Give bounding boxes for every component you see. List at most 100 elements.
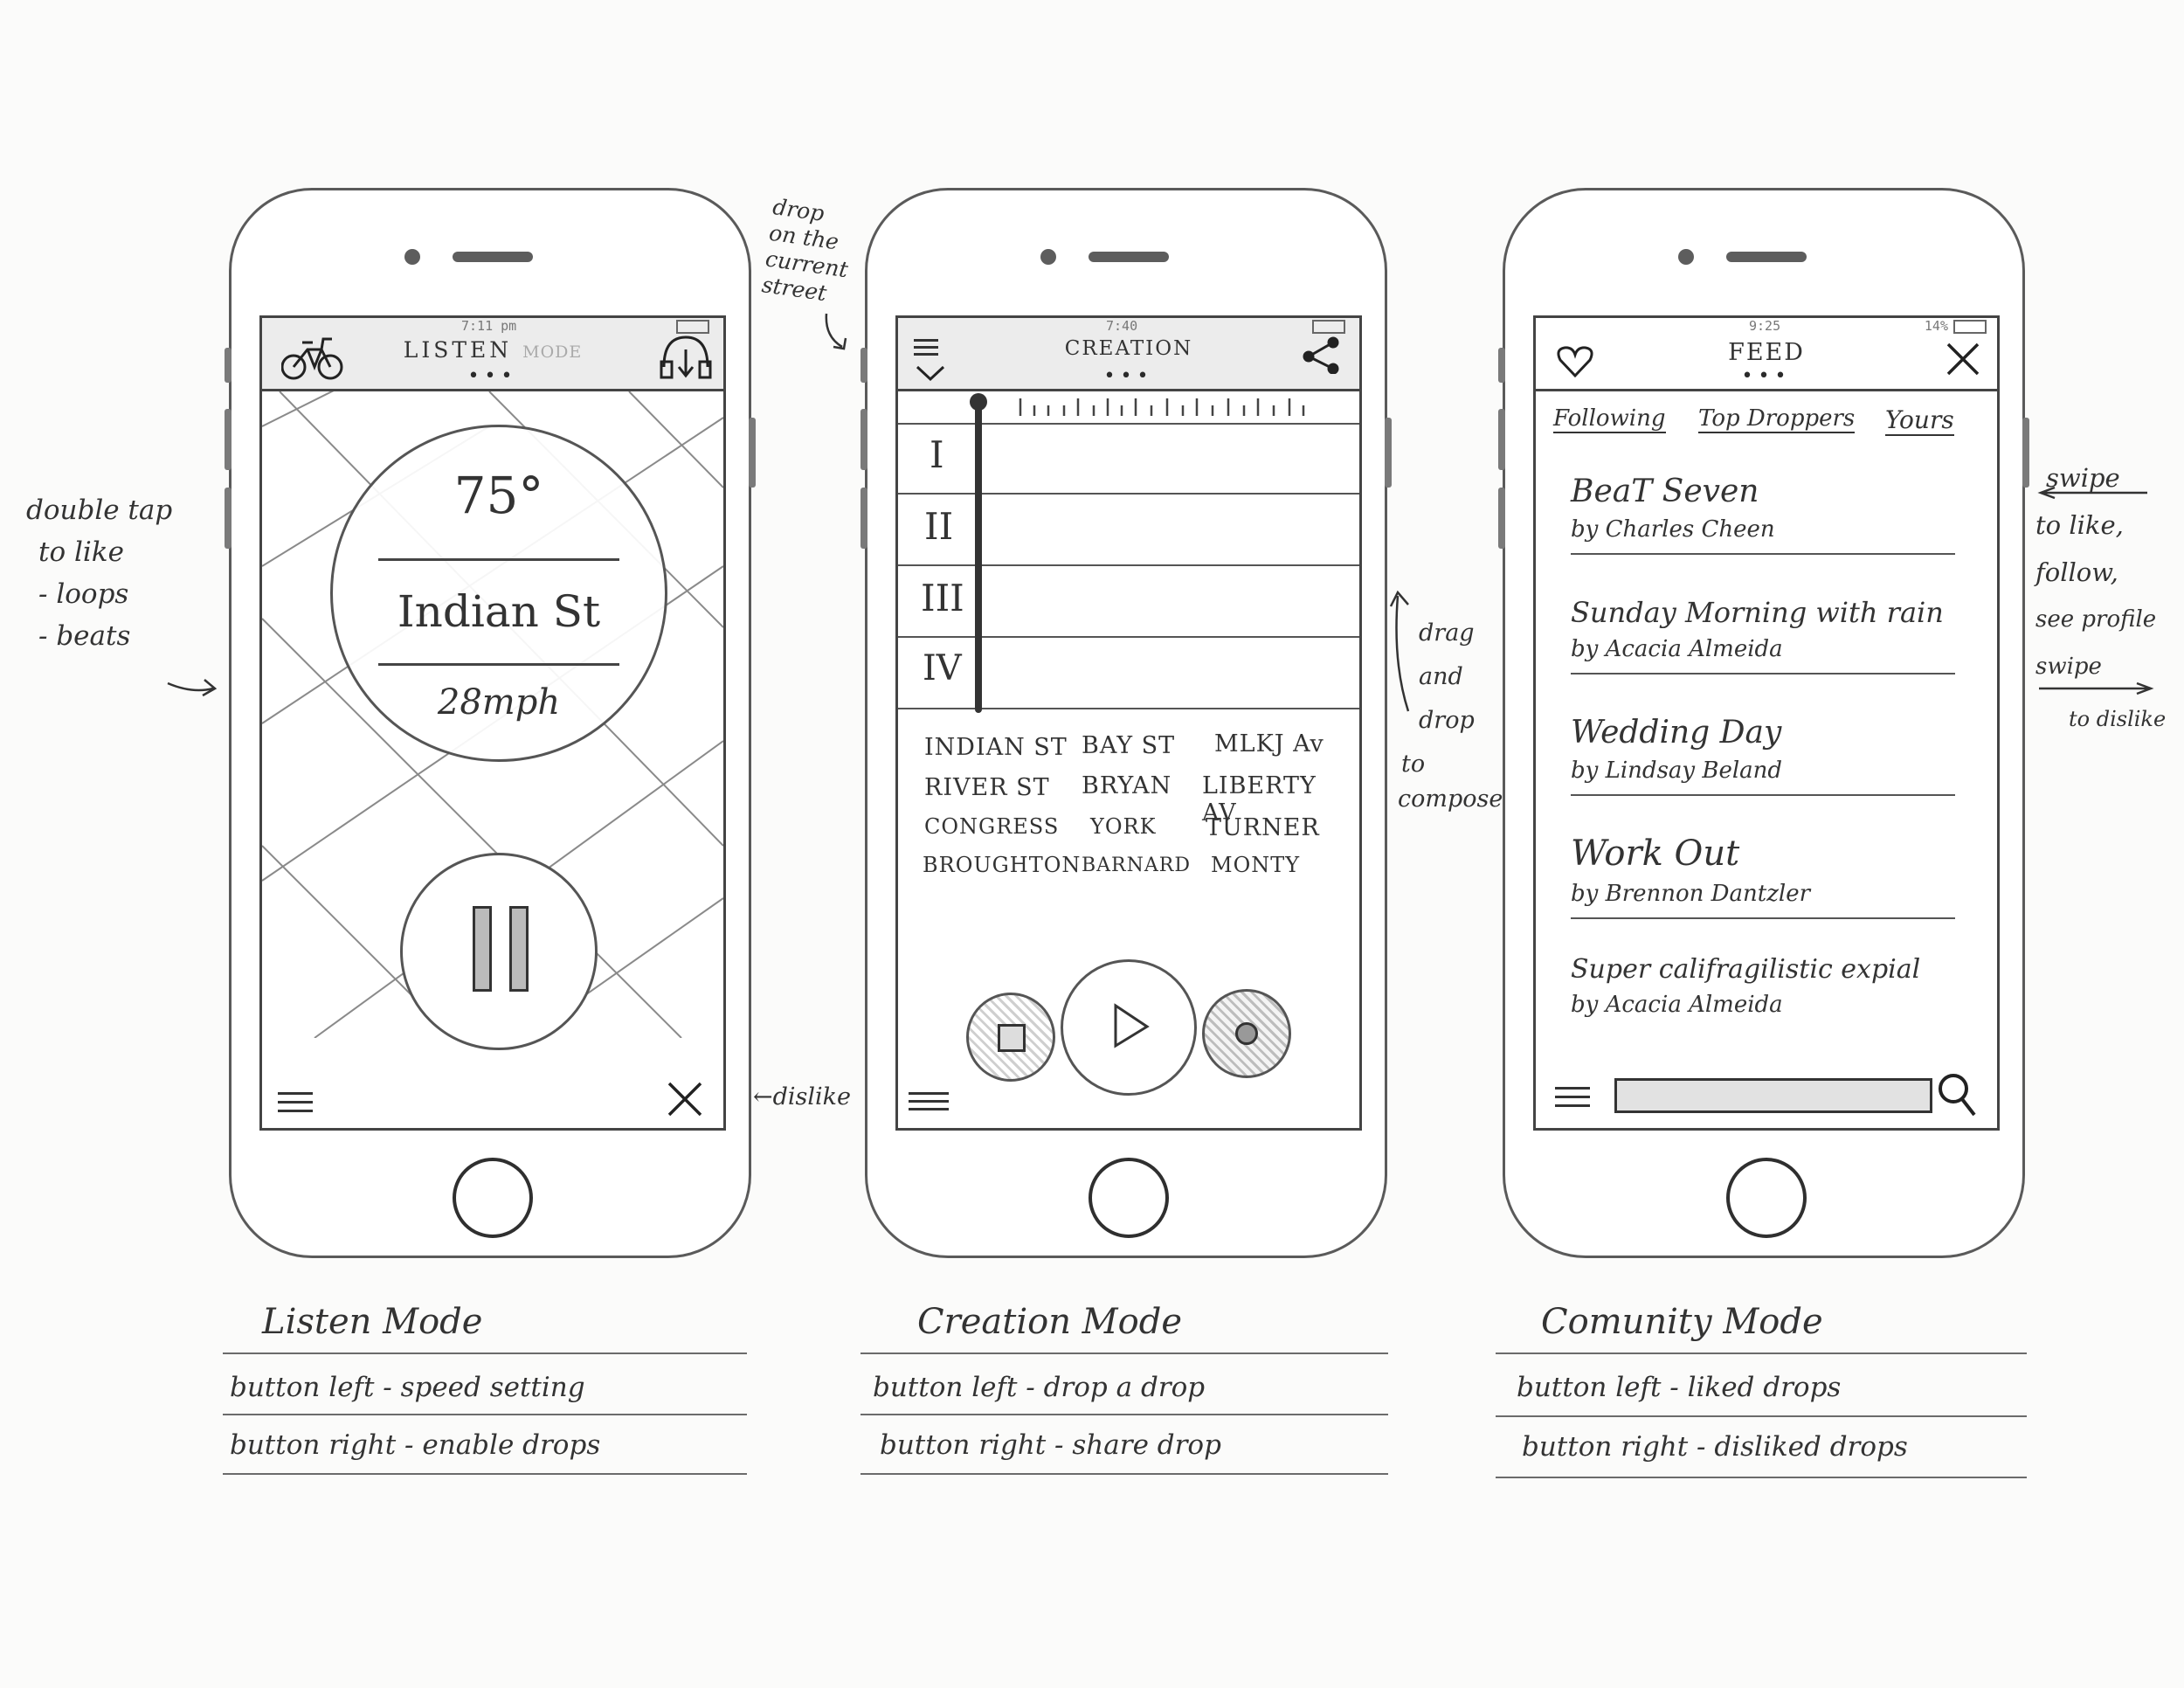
track-label[interactable]: IV: [923, 648, 962, 688]
lane-divider: [898, 708, 1359, 709]
street-chip[interactable]: INDIAN ST: [924, 734, 1068, 761]
rule: [223, 1352, 747, 1354]
share-icon[interactable]: [1302, 336, 1340, 374]
info-circle[interactable]: 75° Indian St 28mph: [330, 425, 667, 762]
street-chip[interactable]: CONGRESS: [924, 814, 1060, 839]
caption-listen: Listen Mode button left - speed setting …: [223, 1302, 747, 1475]
timeline-ruler: [1019, 398, 1305, 416]
side-button: [1498, 409, 1505, 470]
menu-icon[interactable]: [914, 339, 938, 356]
track-label[interactable]: I: [930, 433, 944, 476]
annotation-line: to like: [38, 536, 124, 568]
menu-icon[interactable]: [1555, 1087, 1590, 1107]
feed-item-title: Wedding Day: [1571, 715, 1782, 751]
search-icon[interactable]: [1936, 1071, 1980, 1120]
tab-yours[interactable]: Yours: [1885, 405, 1954, 436]
side-button: [2022, 418, 2029, 488]
feed-item[interactable]: BeaT Seven by Charles Cheen: [1571, 474, 1955, 555]
rule: [1496, 1415, 2027, 1417]
drop-download-icon[interactable]: [659, 332, 713, 381]
track-label[interactable]: II: [924, 505, 954, 548]
page-dots: •••: [1103, 365, 1154, 387]
close-icon[interactable]: [1945, 341, 1981, 377]
menu-icon[interactable]: [278, 1092, 313, 1112]
divider: [378, 558, 619, 561]
pause-icon: [473, 906, 492, 992]
camera: [1678, 249, 1694, 265]
home-button[interactable]: [453, 1158, 533, 1238]
caption-note: button left - liked drops: [1517, 1372, 1842, 1403]
playhead[interactable]: [975, 398, 982, 713]
annotation-line: to like,: [2035, 510, 2124, 540]
feed-item-title: Sunday Morning with rain: [1571, 596, 1944, 629]
track-label[interactable]: III: [921, 577, 964, 619]
pause-button[interactable]: [400, 853, 598, 1050]
side-button: [860, 409, 867, 470]
annotation-line: to: [1401, 751, 1426, 778]
feed-item-title: BeaT Seven: [1571, 474, 1759, 509]
street-chip[interactable]: MONTY: [1211, 853, 1301, 877]
caption-title: Listen Mode: [262, 1302, 483, 1342]
street-chip[interactable]: BAY ST: [1082, 732, 1176, 759]
side-button: [749, 418, 756, 488]
lane-divider: [898, 636, 1359, 638]
stop-button[interactable]: [966, 993, 1055, 1082]
bicycle-icon[interactable]: [281, 330, 346, 383]
annotation-line: - beats: [38, 620, 131, 652]
lane-divider: [898, 564, 1359, 566]
menu-icon[interactable]: [909, 1092, 949, 1110]
divider: [1571, 673, 1955, 675]
phone-creation: 7:40 CREATION •••: [860, 188, 1392, 1258]
street-chip[interactable]: BROUGHTON: [923, 853, 1082, 877]
side-button: [225, 488, 232, 549]
speaker: [1089, 252, 1169, 262]
feed-item-author: by Brennon Dantzler: [1571, 881, 1811, 907]
side-button: [225, 348, 232, 383]
rule: [860, 1414, 1388, 1415]
street-chip[interactable]: MLKJ Av: [1214, 730, 1324, 758]
record-button[interactable]: [1202, 989, 1291, 1078]
street-chip[interactable]: LIBERTY AV: [1202, 772, 1317, 827]
status-bar: 9:25 14%: [1536, 318, 1997, 337]
home-button[interactable]: [1089, 1158, 1169, 1238]
play-button[interactable]: [1061, 959, 1197, 1096]
street-chip[interactable]: BARNARD: [1082, 854, 1191, 876]
street-chip[interactable]: YORK: [1090, 814, 1157, 839]
page-dots: •••: [1741, 365, 1792, 387]
annotation-dislike: ←dislike: [753, 1083, 851, 1110]
feed-item[interactable]: Super califragilistic expial by Acacia A…: [1571, 954, 1955, 1018]
feed-item[interactable]: Sunday Morning with rain by Acacia Almei…: [1571, 596, 1955, 675]
search-input[interactable]: [1614, 1078, 1932, 1113]
chevron-down-icon[interactable]: [916, 363, 945, 383]
pause-icon: [509, 906, 529, 992]
annotation-drag-drop: drag and drop to compose: [1398, 612, 1503, 821]
speed-readout: 28mph: [437, 682, 561, 723]
close-icon[interactable]: [666, 1080, 704, 1118]
feed-item[interactable]: Work Out by Brennon Dantzler: [1571, 834, 1955, 919]
status-bar: 7:40: [898, 318, 1359, 337]
side-button: [225, 409, 232, 470]
divider: [1571, 917, 1955, 919]
heart-icon[interactable]: [1555, 344, 1595, 379]
feed-item[interactable]: Wedding Day by Lindsay Beland: [1571, 715, 1955, 796]
divider: [1571, 794, 1955, 796]
caption-note: button left - drop a drop: [873, 1372, 1206, 1403]
street-chip[interactable]: RIVER ST: [924, 774, 1050, 801]
home-button[interactable]: [1726, 1158, 1807, 1238]
rule: [860, 1473, 1388, 1475]
speaker: [1726, 252, 1807, 262]
record-icon: [1235, 1022, 1258, 1045]
page-dots: •••: [467, 365, 518, 387]
side-button: [1385, 418, 1392, 488]
street-chip[interactable]: TURNER: [1206, 814, 1320, 841]
battery-icon: [1312, 320, 1345, 334]
feed-item-title: Super califragilistic expial: [1571, 954, 1921, 985]
tab-following[interactable]: Following: [1553, 405, 1666, 433]
tab-top-droppers[interactable]: Top Droppers: [1698, 405, 1856, 433]
arrow-left-icon: ←: [753, 1083, 773, 1110]
rule: [223, 1414, 747, 1415]
status-bar: 7:11 pm: [262, 318, 723, 337]
playhead-knob[interactable]: [970, 393, 987, 411]
rule: [223, 1473, 747, 1475]
street-chip[interactable]: BRYAN: [1082, 772, 1172, 799]
